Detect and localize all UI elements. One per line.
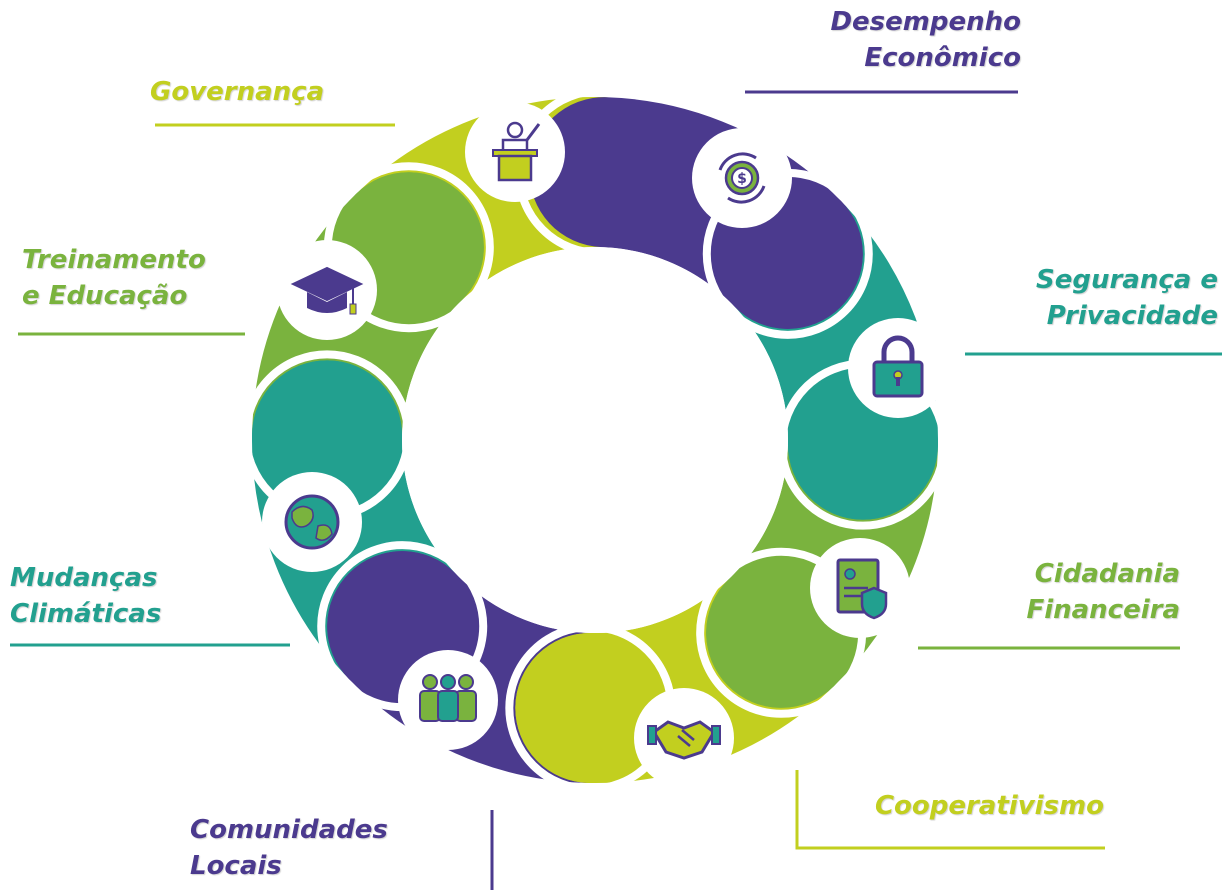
badge-comunidades: [398, 650, 498, 750]
dollar-cycle-icon: $: [718, 152, 766, 204]
ring-center: [402, 247, 788, 633]
label-cooperativismo-line-1: Cooperativismo: [874, 791, 1104, 821]
label-mudancas: Mudanças Climáticas: [10, 560, 161, 632]
label-governanca: Governança: [150, 74, 324, 110]
svg-text:$: $: [737, 171, 747, 187]
id-card-shield-icon: [836, 558, 888, 620]
people-group-icon: [419, 674, 477, 722]
graduation-cap-icon: [290, 266, 364, 315]
label-treinamento: Treinamento e Educação: [22, 242, 206, 314]
badge-mudancas: [262, 472, 362, 572]
badge-seguranca: [848, 318, 948, 418]
label-desempenho: Desempenho Econômico: [830, 4, 1021, 76]
label-desempenho-line-2: Econômico: [864, 43, 1021, 73]
label-cidadania-line-2: Financeira: [1026, 595, 1180, 625]
segment-head-mudancas: [252, 360, 403, 511]
label-mudancas-line-2: Climáticas: [10, 599, 162, 629]
badge-cooperativismo: [634, 688, 734, 788]
label-comunidades-line-2: Locais: [190, 851, 282, 881]
badge-desempenho: $: [692, 128, 792, 228]
label-seguranca-line-1: Segurança e: [1036, 265, 1218, 295]
label-comunidades: Comunidades Locais: [190, 812, 388, 884]
globe-icon: [284, 494, 340, 550]
label-cidadania: Cidadania Financeira: [1026, 556, 1180, 628]
label-desempenho-line-1: Desempenho: [830, 7, 1021, 37]
label-mudancas-line-1: Mudanças: [10, 563, 158, 593]
handshake-icon: [647, 720, 721, 760]
badge-governanca: [465, 102, 565, 202]
label-governanca-line-1: Governança: [150, 77, 325, 107]
segment-head-cooperativismo: [515, 632, 666, 783]
label-treinamento-line-2: e Educação: [22, 281, 188, 311]
label-cooperativismo: Cooperativismo: [875, 788, 1104, 824]
leader-line-cooperativismo: [795, 770, 1105, 850]
label-seguranca: Segurança e Privacidade: [1036, 262, 1218, 334]
badge-cidadania: [810, 538, 910, 638]
label-cidadania-line-1: Cidadania: [1034, 559, 1180, 589]
label-comunidades-line-1: Comunidades: [190, 815, 388, 845]
padlock-icon: [872, 335, 924, 398]
label-treinamento-line-1: Treinamento: [22, 245, 206, 275]
label-seguranca-line-2: Privacidade: [1046, 301, 1218, 331]
badge-treinamento: [277, 240, 377, 340]
speaker-podium-icon: [492, 121, 541, 182]
